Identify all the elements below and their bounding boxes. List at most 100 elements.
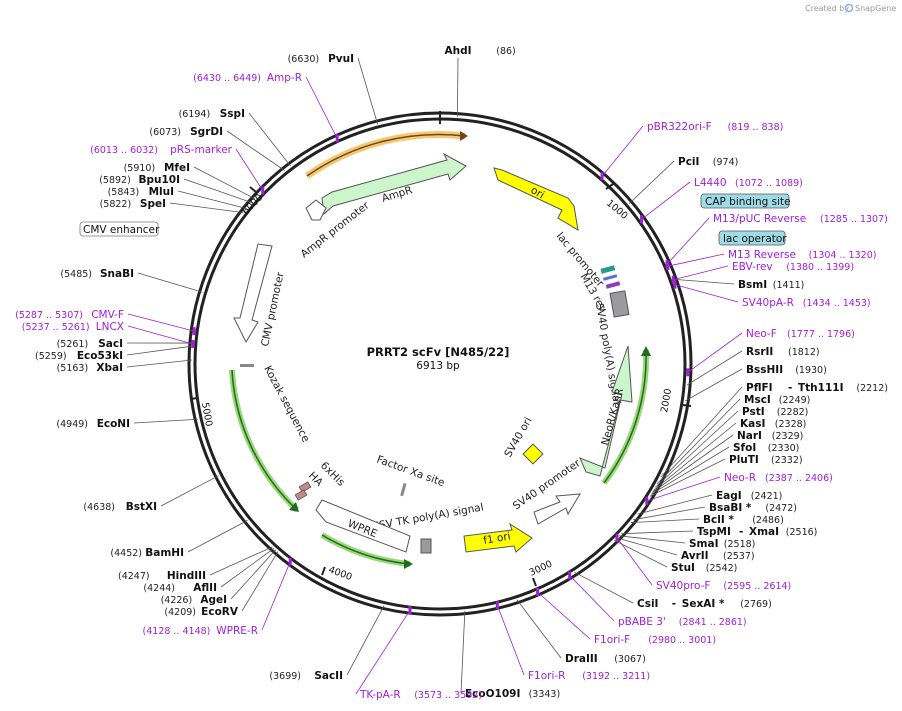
primer-l4440: L4440: [694, 177, 727, 189]
tick-3000: [532, 577, 537, 587]
neokanr-arc-line: [603, 349, 647, 484]
enzyme-pos-smai: (2518): [724, 539, 756, 550]
ampr-feature-arrow: [321, 152, 467, 216]
ha-glyph: [294, 489, 308, 501]
primer-wprer: WPRE-R: [216, 625, 258, 637]
sixhis-glyph: [298, 481, 312, 493]
leader-tspmi: [620, 530, 694, 535]
primer-ampr: Amp-R: [267, 72, 302, 84]
leader-sspi: [248, 112, 291, 167]
enzyme-bsmi: BsmI: [738, 279, 767, 291]
primer-range-neof: (1777 .. 1796): [787, 329, 855, 340]
enzyme-rsrii: RsrII: [746, 346, 773, 358]
primer-leader-sv40prof: [616, 537, 653, 586]
factor-xa-glyph: [400, 482, 407, 497]
leader-aflii: [220, 547, 275, 588]
enzyme-mlui: MluI: [149, 186, 174, 198]
enzyme-pos-mlui: (5843): [108, 187, 140, 198]
enzyme-ecorv: EcoRV: [201, 606, 239, 618]
enzyme-sfoi: SfoI: [733, 442, 756, 454]
enzyme-pflfi: PflFI: [746, 382, 773, 394]
primer-mark-pbr322: [600, 172, 604, 181]
primer-mark-pbabe3: [568, 571, 572, 580]
leader-ahdi: [456, 57, 459, 117]
f1-ori-arrow: [463, 522, 533, 553]
enzyme-bstxi: BstXI: [126, 501, 157, 513]
enzyme-pos-eco53ki: (5259): [35, 351, 67, 362]
ampr-arc-line: [306, 133, 466, 177]
leader-ecorv: [241, 551, 279, 612]
enzyme-draiii: DraIII: [565, 653, 598, 665]
primer-mark-prsmarker: [261, 186, 265, 195]
leader-lines: [126, 57, 743, 694]
leader-eco53ki: [126, 345, 193, 356]
enzyme-snabi: SnaBI: [100, 268, 134, 280]
wpre-feature-arrow: [315, 499, 411, 553]
enzyme-msci: MscI: [744, 394, 771, 406]
enzyme-bcli: BclI *: [703, 514, 734, 526]
hsv-tk-polya-glyph: [420, 538, 432, 554]
credit-prefix: Created by: [805, 4, 849, 13]
enzyme-pos-ecoo109i: (3343): [529, 689, 561, 700]
enzyme-csii: CsiI: [637, 598, 658, 610]
primer-tkpar: TK-pA-R: [359, 689, 401, 701]
primer-leader-ampr: [305, 76, 338, 139]
tick-label-3000: 3000: [528, 559, 555, 579]
enzyme-sspi: SspI: [220, 108, 245, 120]
primer-lncx: LNCX: [96, 321, 124, 333]
enzyme-mfei: MfeI: [164, 162, 190, 174]
primer-mark-sv40prof: [615, 533, 619, 542]
enzyme-pos-rsrii: (1812): [788, 347, 820, 358]
primer-leader-cmvf: [127, 313, 195, 332]
plasmid-size: 6913 bp: [416, 360, 460, 372]
enzyme-pos-ecorv: (4209): [164, 607, 196, 618]
enzyme-saci: SacI: [98, 338, 123, 350]
wpre-arc-line: [321, 534, 411, 565]
enzyme-pcii: PciI: [678, 156, 699, 168]
leader-pcii: [628, 160, 675, 204]
leader-mlui: [177, 190, 247, 209]
primer-leader-m13puc: [666, 217, 710, 265]
cmv-enhancer-label: CMV enhancer: [83, 224, 160, 236]
leader-sgrdi: [226, 130, 285, 171]
enzyme-agei: AgeI: [200, 594, 227, 606]
primer-range-f1orif: (2980 .. 3001): [648, 635, 716, 646]
enzyme-spei: SpeI: [140, 198, 166, 210]
primer-leader-lncx: [127, 325, 193, 345]
kozak-glyph: [240, 364, 254, 367]
primer-mark-ebvrev: [671, 275, 675, 284]
leader-msci: [656, 398, 741, 485]
enzyme-pos-snabi: (5485): [60, 269, 92, 280]
primer-cmvf: CMV-F: [91, 309, 124, 321]
primer-leader-neor: [646, 476, 721, 502]
leader-agei: [230, 549, 276, 600]
primer-mark-wprer: [288, 557, 292, 566]
primer-range-sv40par: (1434 .. 1453): [803, 298, 871, 309]
enzyme-pos-saci: (5261): [57, 339, 89, 350]
lac-operator-label: lac operator: [723, 233, 787, 245]
primer-leader-m13rev: [667, 253, 725, 267]
tick-label-1000: 1000: [604, 198, 630, 222]
enzyme-pos-bcli: (2486): [752, 515, 784, 526]
leader-bcli: [630, 518, 700, 523]
leader-snabi: [137, 272, 203, 293]
enzyme-pos-econi: (4949): [56, 419, 88, 430]
leader-bpu10i: [183, 178, 252, 203]
leader-kasi: [653, 422, 737, 491]
enzyme-econi: EcoNI: [97, 418, 130, 430]
feature-label-neokanr: NeoR/KanR: [599, 387, 626, 447]
tick-4000: [321, 566, 326, 576]
enzyme-pos-aflii: (4244): [143, 583, 175, 594]
primer-ebvrev: EBV-rev: [732, 261, 773, 273]
enzyme-pos-mfei: (5910): [124, 163, 156, 174]
leader-ecoo109i: [460, 610, 466, 694]
primer-m13puc: M13/pUC Reverse: [713, 213, 806, 225]
cmv-promoter-arrow: [233, 243, 273, 344]
leader-pluti: [649, 458, 726, 497]
primer-f1orif: F1ori-F: [594, 634, 630, 646]
primer-pbabe3: pBABE 3': [618, 616, 666, 628]
enzyme-sep-tspmi: -: [739, 526, 743, 538]
primer-leader-f1orir: [496, 605, 525, 676]
feature-label-kozak: Kozak sequence: [261, 364, 311, 444]
